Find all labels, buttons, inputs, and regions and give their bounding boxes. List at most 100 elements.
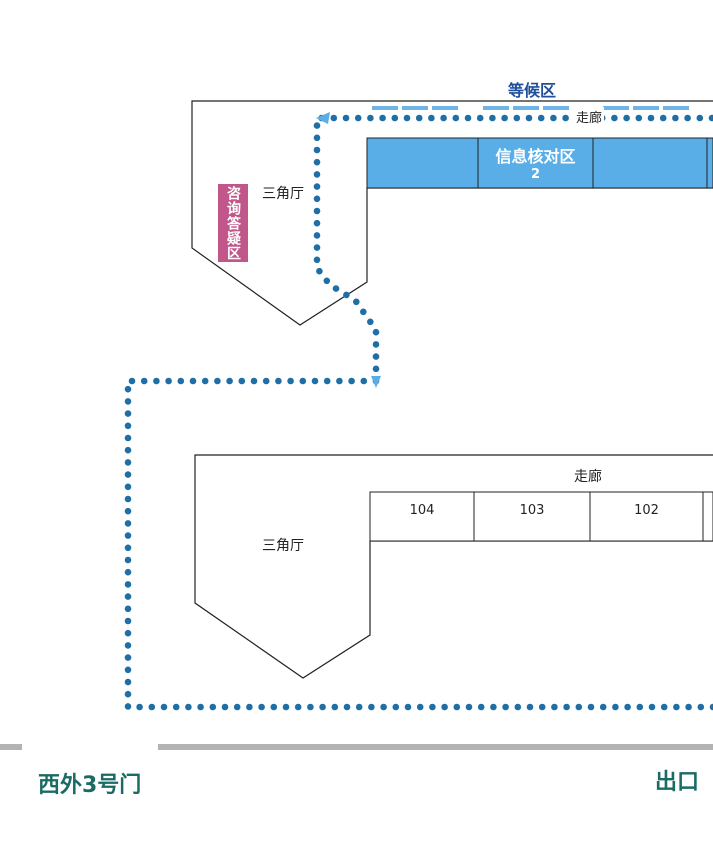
route-dot: [124, 495, 132, 503]
route-dot: [343, 291, 350, 299]
route-dot: [360, 377, 368, 385]
route-dot: [124, 483, 132, 491]
route-dot: [124, 556, 132, 564]
room-row: [369, 491, 713, 542]
route-dot: [124, 654, 132, 661]
route-dot: [124, 642, 132, 649]
route-dot: [380, 703, 387, 711]
route-dot: [319, 703, 326, 711]
route-dot: [368, 703, 375, 711]
route-dot: [416, 703, 424, 711]
route-dot: [330, 114, 338, 122]
route-dot: [124, 385, 132, 393]
route-dot: [313, 183, 321, 190]
route-dot: [684, 114, 691, 122]
route-dot: [343, 703, 351, 711]
route-dot: [189, 377, 197, 385]
route-dot: [331, 703, 339, 711]
route-dot: [140, 377, 148, 385]
route-dot: [313, 244, 321, 251]
route-dot: [124, 605, 132, 613]
room-103: 103: [519, 503, 545, 518]
route-dot: [562, 114, 569, 122]
route-dot: [153, 377, 160, 385]
route-dot: [313, 195, 321, 203]
route-dot: [648, 703, 656, 711]
route-dot: [124, 629, 132, 637]
route-dot: [185, 703, 192, 711]
route-dot: [342, 114, 350, 122]
route-dot: [124, 434, 132, 442]
route-dot: [270, 703, 278, 711]
route-dot: [636, 703, 644, 711]
room-102: 102: [634, 503, 659, 518]
route-dot: [440, 114, 447, 122]
route-dot: [367, 318, 374, 326]
route-dot: [226, 377, 233, 385]
route-dot: [323, 377, 331, 385]
route-dot: [372, 365, 380, 373]
route-dot: [177, 377, 185, 385]
route-dot: [525, 114, 533, 122]
route-dot: [538, 703, 546, 711]
info-check-title: 信息核对区: [495, 147, 576, 166]
info-check-cell: 信息核对区 2: [478, 143, 593, 182]
route-dot: [307, 703, 314, 711]
route-dot: [441, 703, 448, 711]
route-dot: [452, 114, 460, 122]
route-dot: [513, 114, 521, 122]
route-arrow-icon: [371, 376, 381, 388]
route-dot: [124, 703, 132, 710]
info-check-number: 2: [530, 167, 541, 182]
route-dot: [708, 114, 713, 122]
route-dot: [355, 703, 363, 711]
route-dot: [372, 341, 380, 348]
lower-building-outline: [194, 454, 713, 679]
route-dot: [160, 703, 168, 711]
route-dot: [672, 114, 679, 122]
route-dot: [429, 703, 436, 711]
route-dot: [124, 507, 132, 515]
route-path: [124, 114, 713, 711]
route-dot: [250, 377, 258, 385]
route-dot: [124, 532, 132, 539]
route-dot: [526, 703, 534, 711]
upper-triangle-hall-label: 三角厅: [262, 186, 304, 202]
route-dot: [685, 703, 692, 711]
route-dot: [477, 703, 485, 711]
route-dot: [611, 114, 618, 122]
route-dot: [313, 219, 321, 227]
route-dot: [124, 544, 132, 552]
route-dot: [612, 703, 619, 711]
route-dot: [647, 114, 655, 122]
route-dot: [635, 114, 643, 122]
west-gate-label: 西外3号门: [38, 773, 142, 798]
route-dot: [501, 114, 508, 122]
route-dot: [148, 703, 156, 711]
route-dot: [323, 277, 331, 285]
route-dot: [124, 422, 132, 430]
route-dot: [709, 703, 713, 711]
route-dot: [313, 158, 321, 166]
route-dot: [311, 377, 319, 385]
route-dot: [313, 256, 321, 264]
route-dot: [124, 410, 132, 417]
route-dot: [124, 690, 132, 698]
route-dot: [336, 377, 343, 385]
route-dot: [502, 703, 509, 711]
route-dot: [551, 703, 558, 711]
route-dot: [128, 377, 136, 385]
info-check-row: [366, 137, 713, 189]
route-dot: [214, 377, 221, 385]
route-dot: [332, 285, 340, 292]
route-dot: [201, 377, 209, 385]
route-dot: [673, 703, 680, 711]
route-dot: [696, 114, 704, 122]
route-dot: [299, 377, 307, 385]
upper-building-outline: [191, 100, 713, 326]
route-dot: [313, 122, 321, 129]
route-dot: [221, 703, 229, 711]
route-dot: [294, 703, 302, 711]
route-dot: [287, 377, 294, 385]
